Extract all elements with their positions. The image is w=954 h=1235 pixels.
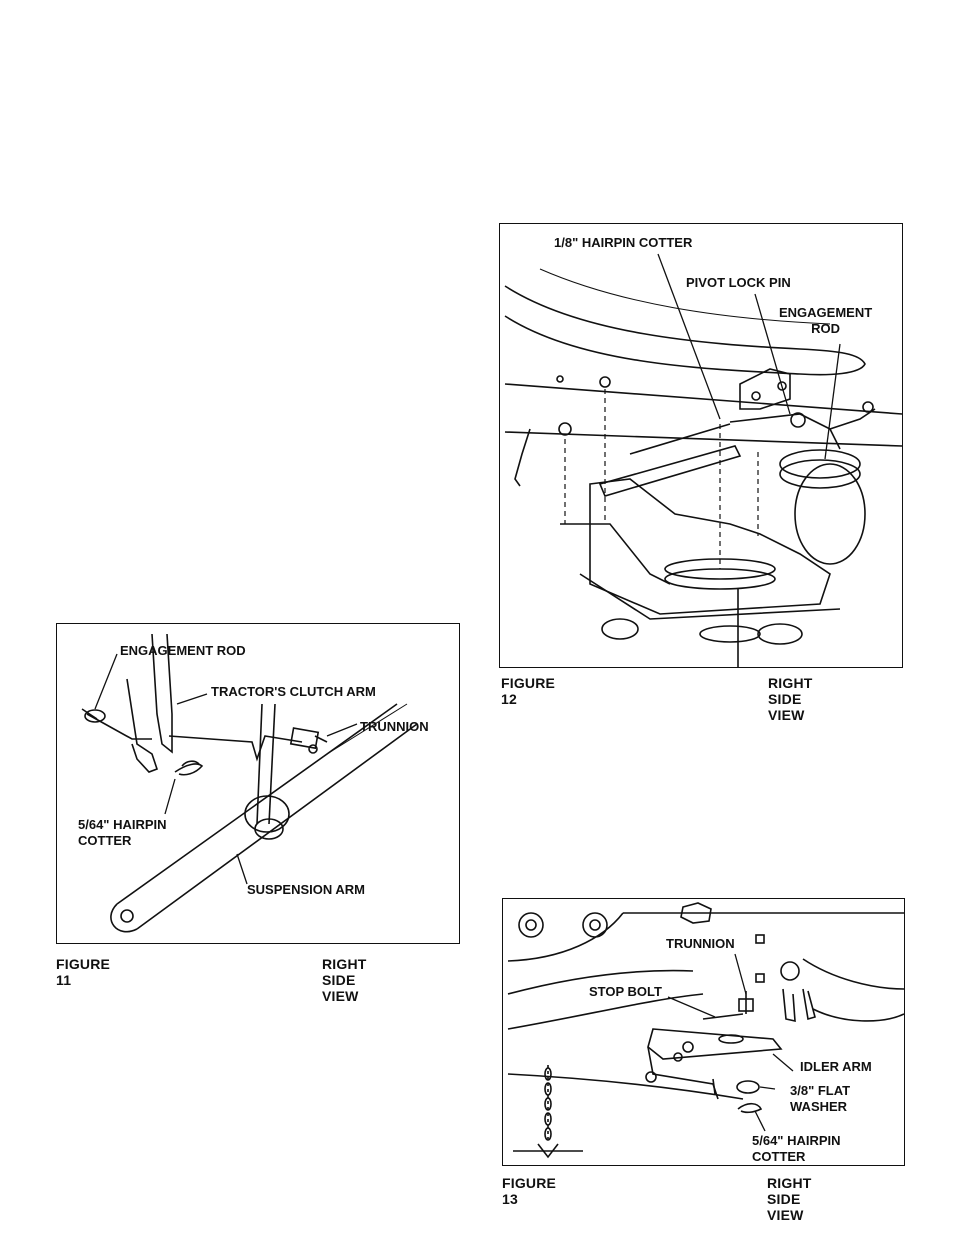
label-hairpin-cotter: 1/8" HAIRPIN COTTER [554,235,692,251]
label-pivot-lock-pin: PIVOT LOCK PIN [686,275,791,291]
label-stop-bolt: STOP BOLT [589,984,662,1000]
label-idler-arm: IDLER ARM [800,1059,872,1075]
figure-11-view: RIGHT SIDE VIEW [322,956,367,1004]
label-flat-washer: 3/8" FLAT WASHER [790,1083,850,1115]
label-engagement-rod: ENGAGEMENT ROD [779,305,872,337]
label-suspension-arm: SUSPENSION ARM [247,882,365,898]
label-engagement-rod: ENGAGEMENT ROD [120,643,246,659]
label-hairpin-cotter: 5/64" HAIRPIN COTTER [752,1133,841,1165]
label-trunnion: TRUNNION [666,936,735,952]
figure-12-caption: FIGURE 12 [501,675,555,707]
figure-12-view: RIGHT SIDE VIEW [768,675,813,723]
figure-11-caption: FIGURE 11 [56,956,110,988]
figure-13-view: RIGHT SIDE VIEW [767,1175,812,1223]
label-trunnion: TRUNNION [360,719,429,735]
figure-13-caption: FIGURE 13 [502,1175,556,1207]
label-tractors-clutch-arm: TRACTOR'S CLUTCH ARM [211,684,376,700]
label-hairpin-cotter: 5/64" HAIRPIN COTTER [78,817,167,849]
